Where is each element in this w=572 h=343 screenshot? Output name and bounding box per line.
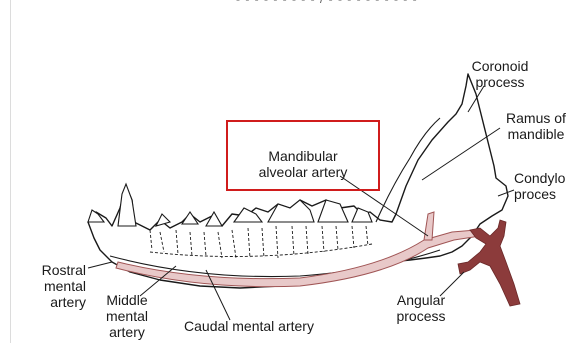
leader-condyloid <box>498 190 514 196</box>
leader-ramus <box>422 128 500 180</box>
molar-tooth-4 <box>352 208 372 222</box>
label-condyloid-process: Condylo proces <box>514 170 572 202</box>
label-mandibular-alveolar-artery: Mandibular alveolar artery <box>236 148 370 180</box>
label-angular-process: Angular process <box>384 292 458 324</box>
label-middle-mental-artery: Middle mental artery <box>96 292 158 340</box>
label-coronoid-process: Coronoid process <box>454 58 546 90</box>
ramus-edge <box>376 118 440 222</box>
molar-tooth-3 <box>318 200 348 222</box>
canine-tooth <box>118 184 136 226</box>
premolar-tooth-3 <box>206 212 222 226</box>
label-rostral-mental-artery: Rostral mental artery <box>24 262 86 310</box>
label-ramus-of-mandible: Ramus of mandible <box>494 110 572 142</box>
label-caudal-mental-artery: Caudal mental artery <box>174 318 324 334</box>
leader-rostral-mental <box>88 262 112 268</box>
tooth-roots <box>150 226 372 258</box>
premolar-tooth-1 <box>156 214 170 226</box>
artery-branch-upper <box>424 212 434 240</box>
